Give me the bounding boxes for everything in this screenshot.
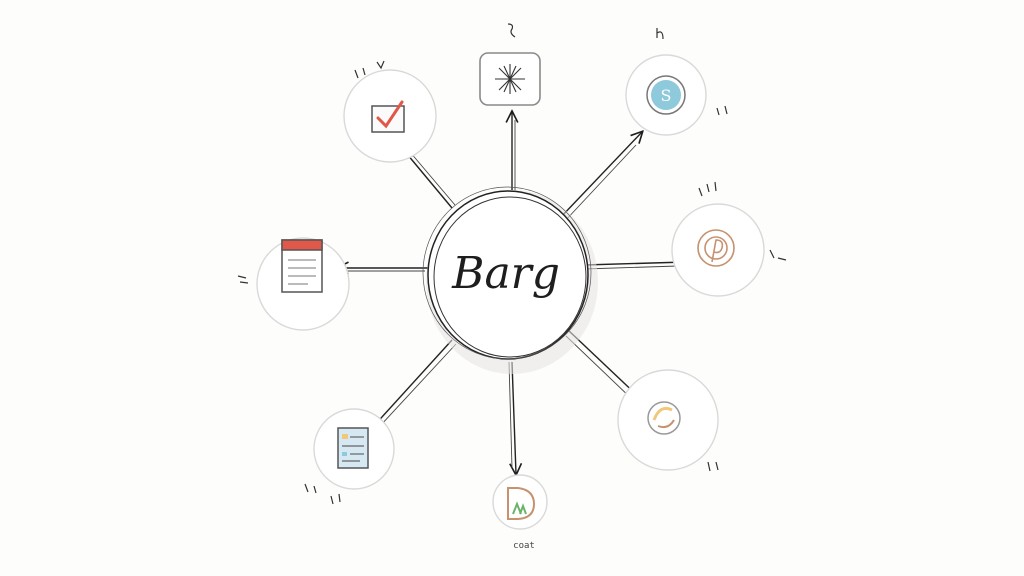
sketch-tick-marks (376, 60, 385, 70)
feed-icon (647, 401, 681, 435)
sketch-squiggle (507, 23, 516, 38)
drive-icon (507, 487, 536, 520)
node-calendar[interactable] (237, 237, 350, 331)
document-icon (337, 427, 369, 469)
drive-caption: coat (513, 541, 535, 551)
sketch-tick-marks (707, 461, 719, 472)
sketch-tick-marks (304, 483, 341, 505)
node-drive[interactable]: coat (492, 474, 548, 551)
svg-text:S: S (661, 86, 672, 105)
checklist-icon (371, 100, 405, 133)
sketch-tick-marks (237, 275, 249, 284)
hub-label: Barg (451, 248, 560, 299)
node-pinterest[interactable] (671, 181, 787, 297)
sketch-tick-marks (698, 181, 717, 197)
node-skype[interactable]: S (625, 28, 728, 136)
connector-bottom (508, 361, 516, 474)
node-tasks[interactable] (343, 60, 437, 163)
skype-icon: S (646, 75, 686, 115)
connector-bottom-left (372, 339, 457, 428)
hub-node[interactable]: Barg (422, 186, 598, 374)
sketch-tick-marks (716, 105, 728, 116)
sketch-tick-marks (769, 249, 787, 261)
node-document[interactable] (304, 408, 395, 505)
connector-right (583, 262, 686, 270)
connector-left (338, 268, 428, 271)
connector-top (512, 112, 515, 190)
sketch-tick-marks (354, 67, 366, 79)
node-share[interactable] (479, 23, 541, 106)
connector-top-right (559, 132, 642, 223)
starburst-icon (495, 64, 525, 94)
pinterest-icon (697, 229, 735, 267)
sketch-tick-marks (656, 28, 664, 40)
node-feed[interactable] (617, 369, 719, 472)
calendar-icon (281, 239, 323, 293)
